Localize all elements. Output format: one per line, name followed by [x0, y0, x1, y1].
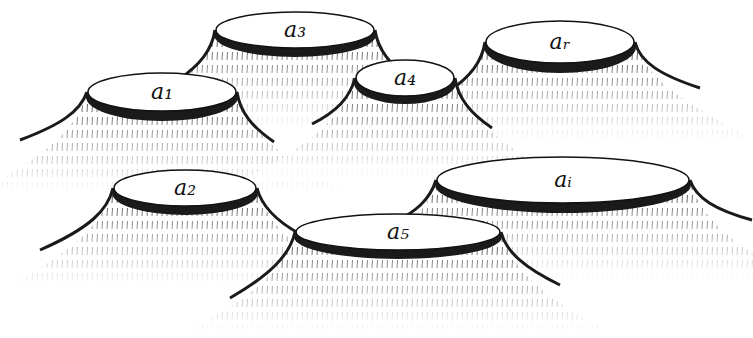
plateau-top: a₄ — [355, 59, 455, 97]
plateau-label: a₃ — [284, 19, 306, 41]
plateau-top: a₂ — [113, 169, 257, 207]
plateau-ellipse — [114, 170, 256, 206]
plateau-top: a₅ — [295, 213, 501, 251]
plateau-top: a₃ — [215, 11, 375, 49]
plateau-top: a₁ — [87, 72, 237, 112]
plateau-ellipse — [216, 12, 374, 48]
plateau-top: aᵣ — [485, 20, 635, 64]
plateau-label: aᵢ — [554, 169, 572, 191]
plateau-ellipse — [88, 73, 236, 111]
plateau-ellipse — [296, 214, 500, 250]
plateau-label: a₂ — [174, 177, 196, 199]
plateau-ellipse — [356, 60, 454, 96]
plateau-label: a₄ — [394, 67, 416, 89]
plateau-label: a₅ — [387, 221, 409, 243]
plateau-label: aᵣ — [550, 31, 571, 53]
plateau-top: aᵢ — [436, 156, 690, 204]
plateau-label: a₁ — [151, 81, 173, 103]
plateau-ellipse — [437, 157, 689, 203]
hill-slope — [185, 215, 611, 332]
plateau-ellipse — [486, 21, 634, 63]
